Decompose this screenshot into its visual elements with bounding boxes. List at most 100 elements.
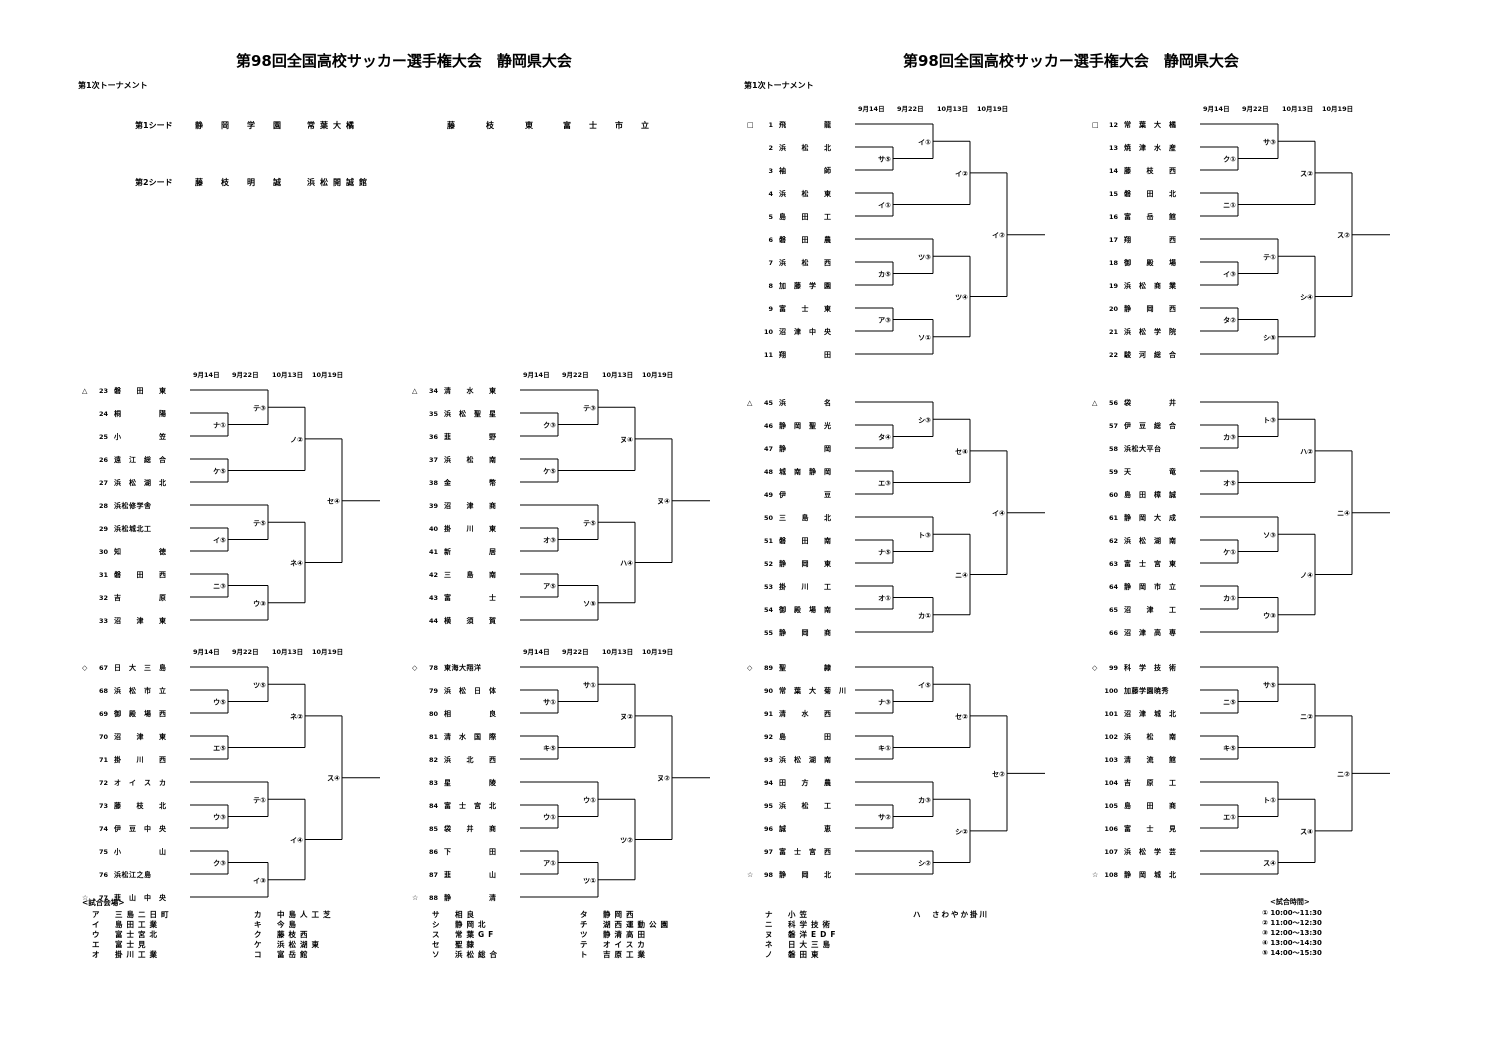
round-date: 10月19日 [1322,105,1353,113]
team-number: 25 [99,433,109,441]
match-label: ウ③ [213,813,226,822]
match-label: カ③ [918,796,931,804]
match-label: ニ④ [955,572,968,580]
round-date: 9月22日 [897,105,924,113]
team-name: 三 島 北 [779,513,832,522]
team-name: 浜 松 工 [779,801,832,810]
team-name: 静 岡 北 [779,870,832,879]
match-label: ス④ [1263,860,1276,868]
team-name: 浜 松 聖 星 [444,409,497,418]
team-name: 浜 北 西 [444,755,497,764]
match-label: ケ⑤ [543,468,556,476]
match-label: セ② [955,713,968,721]
team-number: 86 [429,848,439,856]
round-date: 10月13日 [937,105,968,113]
seed-mark: □ [1092,121,1099,129]
team-number: 22 [1109,351,1118,359]
match-label: ツ⑤ [253,681,266,689]
match-label: サ⑤ [878,156,891,164]
team-name: 相 良 [444,709,497,718]
match-label: ネ④ [290,560,303,568]
match-label: ク① [1223,155,1236,164]
round-date: 10月13日 [1282,105,1313,113]
venue-item: ク 藤枝西 [254,930,312,939]
team-number: 1 [768,121,773,129]
match-label: ウ③ [253,599,266,608]
match-label: ツ③ [918,253,931,261]
team-name: 桐 陽 [114,409,167,418]
team-name: 富 士 宮 西 [779,847,832,856]
team-number: 70 [99,733,109,741]
team-number: 96 [764,825,774,833]
team-name: 伊 豆 [778,490,832,499]
team-number: 6 [768,236,773,244]
team-name: 新 居 [444,547,497,556]
team-name: 島 田 工 [779,212,832,221]
team-name: 浜 松 湖 南 [779,755,832,764]
page-title-left: 第98回全国高校サッカー選手権大会 静岡県大会 [236,52,572,70]
team-number: 64 [1109,583,1119,591]
team-name: 磐 田 北 [1123,189,1177,198]
round-date: 9月14日 [523,371,550,379]
match-label: タ② [1223,316,1236,325]
match-label: ト③ [918,531,931,539]
match-label: オ⑤ [1223,480,1236,488]
match-label: ト① [1263,796,1276,804]
team-number: 97 [764,848,773,856]
team-number: 94 [764,779,774,787]
match-label: ノ④ [1300,572,1313,580]
team-name: 加藤学園暁秀 [1123,686,1169,695]
round-date: 9月14日 [858,105,885,113]
team-number: 89 [764,664,774,672]
venue-item: カ 中島人工芝 [254,910,335,919]
team-name: 静 岡 大 成 [1124,513,1177,522]
round-date: 10月19日 [977,105,1008,113]
match-label: ツ④ [955,294,968,302]
match-label: セ④ [955,448,968,456]
team-name: 天 竜 [1124,467,1177,476]
team-name: 島 田 樟 誠 [1124,490,1177,499]
team-name: 韮 野 [444,432,497,441]
match-label: ネ② [290,713,303,721]
venue-item: テ オイスカ [580,940,649,949]
round-date: 10月19日 [642,371,673,379]
team-number: 35 [429,410,439,418]
round-date: 9月14日 [193,648,220,656]
venue-item: ナ 小笠 [765,910,811,919]
team-number: 14 [1109,167,1119,175]
seed-mark: ☆ [412,894,418,902]
match-label: イ① [878,202,891,210]
team-number: 107 [1104,848,1118,856]
team-name: 浜松修学舎 [114,501,152,510]
venue-item: タ 静岡西 [580,910,638,919]
team-name: 常 葉 大 橘 [1124,120,1177,129]
seed-mark: ◇ [82,664,88,672]
team-number: 98 [764,871,774,879]
team-number: 87 [429,871,438,879]
team-number: 47 [764,445,773,453]
team-name: 静 岡 聖 光 [779,421,832,430]
team-number: 95 [764,802,774,810]
team-name: 静 清 [444,893,497,902]
team-number: 12 [1109,121,1118,129]
match-label: キ⑤ [543,745,556,753]
match-label: サ⑤ [1263,681,1276,689]
match-label: エ③ [878,480,891,488]
team-number: 50 [764,514,774,522]
team-number: 26 [99,456,109,464]
team-number: 79 [429,687,439,695]
round-date: 9月22日 [232,648,259,656]
match-label: ウ① [543,813,556,822]
match-label: ク③ [213,859,226,868]
team-number: 59 [1109,468,1119,476]
match-label: テ③ [583,404,596,412]
match-time-row: ③ 12:00～13:30 [1262,929,1322,937]
match-label: ア⑤ [543,583,556,591]
team-name: 富 岳 館 [1124,212,1177,221]
round-date: 9月14日 [1203,105,1230,113]
team-name: 遠 江 総 合 [114,455,167,464]
team-name: 浜松江之島 [114,870,152,879]
